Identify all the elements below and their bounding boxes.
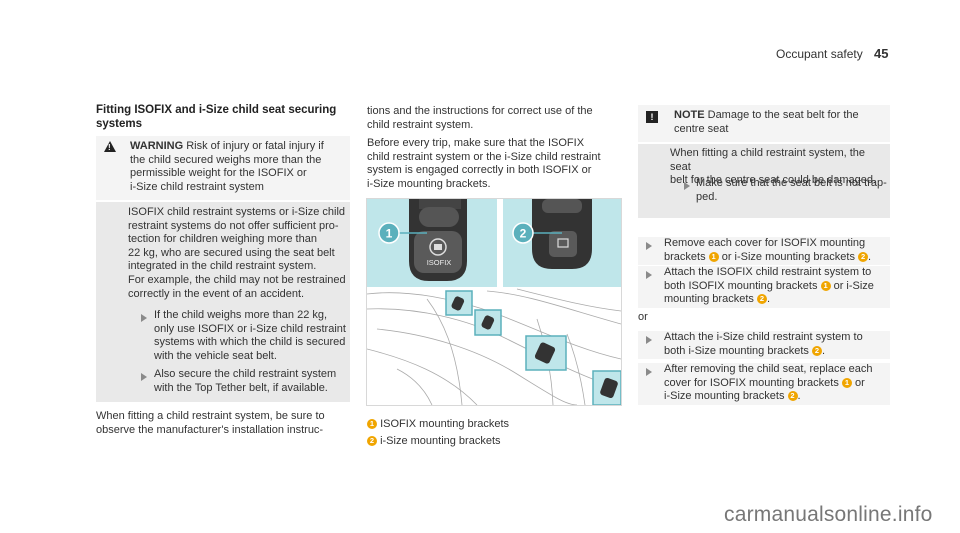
watermark: carmanualsonline.info [724, 503, 933, 526]
bullet-arrow-icon [646, 242, 652, 250]
intro-paragraph: When fitting a child restraint system, b… [96, 410, 325, 436]
instructions-paragraph: tions and the instructions for correct u… [367, 105, 593, 131]
note-icon: ! [646, 111, 658, 123]
bullet-arrow-icon [141, 314, 147, 322]
warning-label: WARNING [130, 140, 184, 152]
legend-item-2: 2 i-Size mounting brackets [367, 435, 617, 449]
page-number: 45 [874, 46, 889, 61]
figure-legend: 1 ISOFIX mounting brackets 2 i-Size moun… [367, 418, 617, 448]
isofix-button-label: ISOFIX [427, 258, 452, 267]
check-paragraph: Before every trip, make sure that the IS… [367, 137, 601, 190]
note-bullet: Make sure that the seat belt is not trap… [696, 177, 887, 203]
note-header: ! NOTE Damage to the seat belt for the c… [638, 105, 890, 142]
callout-1-icon [378, 222, 400, 244]
section-title: Fitting ISOFIX and i-Size child seat sec… [96, 104, 337, 130]
callout-2-label: 2 [520, 227, 527, 241]
step-1: Remove each cover for ISOFIX mounting br… [638, 237, 890, 265]
bullet-arrow-icon [646, 368, 652, 376]
note-body: When fitting a child restraint system, t… [638, 144, 890, 218]
callout-2-icon [512, 222, 534, 244]
seat-illustration: 1 2 ISOFIX [367, 199, 621, 405]
isofix-figure: 1 2 ISOFIX [366, 198, 622, 406]
bullet-arrow-icon [141, 373, 147, 381]
bullet-arrow-icon [684, 182, 690, 190]
warning-bullet-1: If the child weighs more than 22 kg, onl… [154, 309, 346, 362]
warning-triangle-icon [104, 141, 116, 152]
warning-bullet-2: Also secure the child restraint system w… [154, 368, 337, 394]
section-header: Occupant safety [776, 47, 863, 61]
or-separator: or [638, 311, 648, 323]
bullet-arrow-icon [646, 271, 652, 279]
warning-header: WARNING Risk of injury or fatal injury i… [96, 136, 350, 200]
bullet-arrow-icon [646, 336, 652, 344]
step-4: After removing the child seat, replace e… [638, 363, 890, 405]
step-3: Attach the i-Size child restraint system… [638, 331, 890, 359]
legend-item-1: 1 ISOFIX mounting brackets [367, 418, 617, 432]
note-label: NOTE [674, 109, 705, 121]
warning-body: ISOFIX child restraint systems or i-Size… [96, 202, 350, 402]
callout-1-label: 1 [386, 227, 393, 241]
step-2: Attach the ISOFIX child restraint system… [638, 266, 890, 308]
